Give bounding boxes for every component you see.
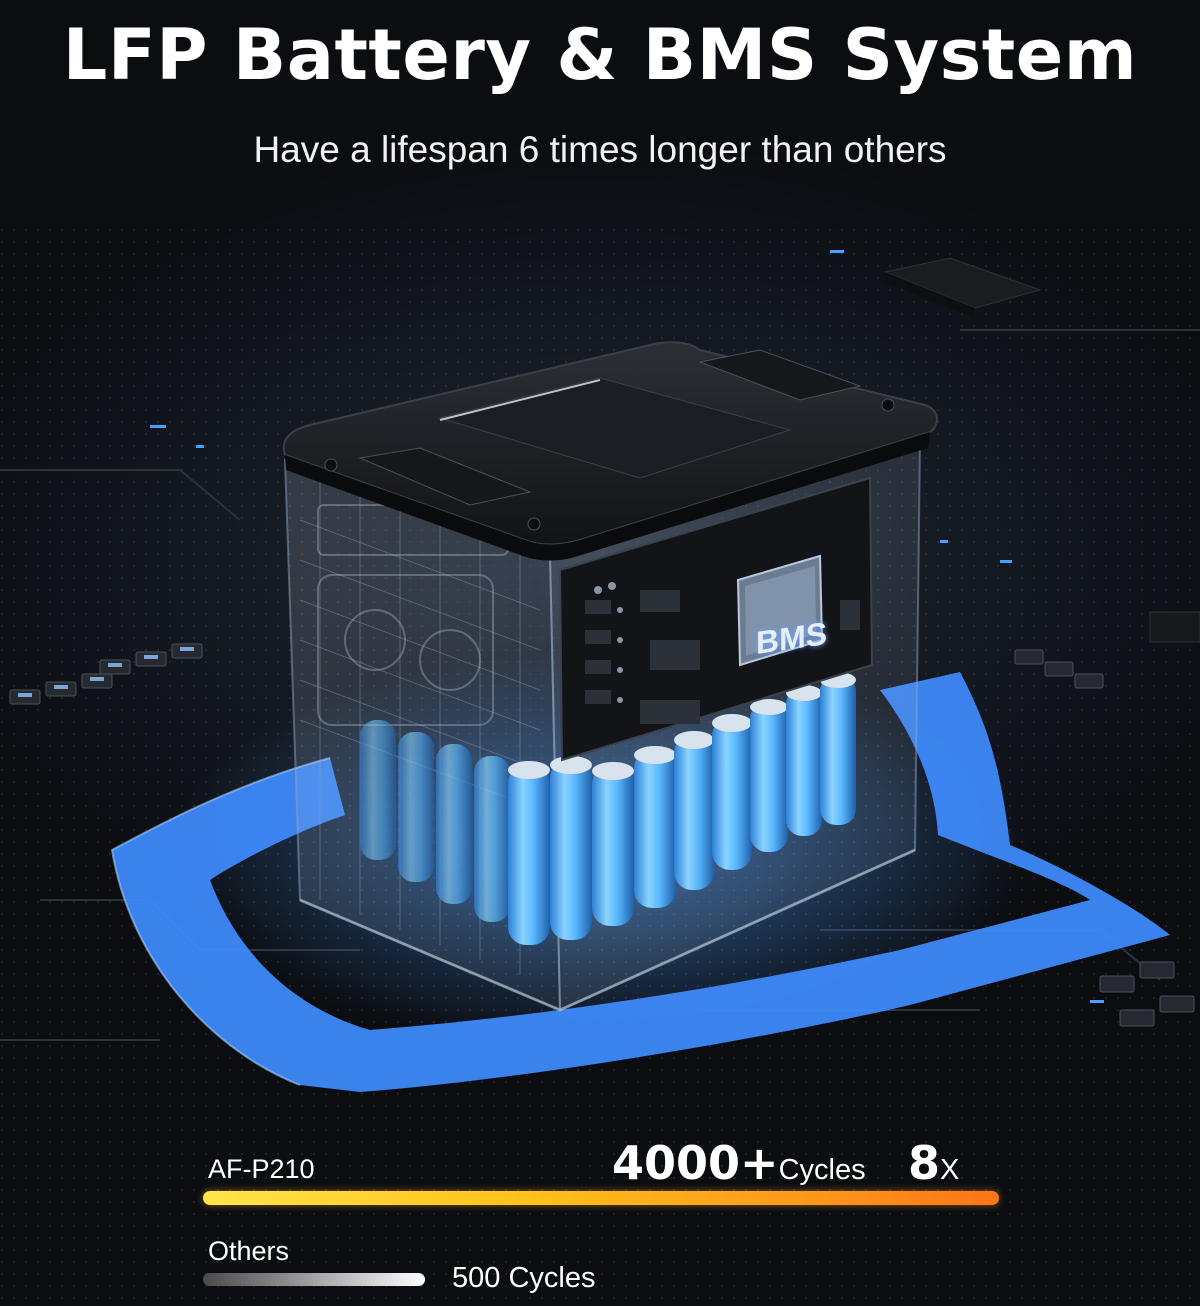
lifespan-multiplier: 8X	[908, 1136, 959, 1190]
product-name-label: AF-P210	[208, 1154, 315, 1184]
glow-dashes	[150, 250, 1104, 1003]
others-cycles-bar	[203, 1273, 425, 1286]
handle-left	[358, 447, 532, 506]
power-station	[282, 341, 938, 1012]
device-base-edge	[299, 848, 916, 1012]
resistor-array-left	[9, 643, 203, 705]
product-cycles-unit: Cycles	[778, 1154, 866, 1186]
battery-cells	[360, 672, 856, 945]
shield-ring	[112, 672, 1170, 1092]
page-subtitle: Have a lifespan 6 times longer than othe…	[253, 129, 947, 170]
others-name-label: Others	[208, 1236, 290, 1266]
page-title: LFP Battery & BMS System	[62, 14, 1138, 96]
others-cycles-value: 500 Cycles	[452, 1262, 596, 1294]
battery-cells-back-row	[360, 720, 510, 922]
shield-highlight	[110, 757, 331, 1086]
product-cycles-bar	[203, 1191, 999, 1205]
multiplier-value: 8	[908, 1136, 941, 1190]
handle-right	[698, 349, 862, 401]
product-cycles-value: 4000+	[612, 1136, 779, 1190]
battery-cells-front-row	[508, 672, 856, 945]
bms-circuit-board	[558, 476, 874, 762]
multiplier-suffix: X	[940, 1154, 960, 1186]
device-top-cover	[282, 341, 938, 561]
resistor-array-right	[1014, 611, 1200, 1027]
chip-top-right	[883, 257, 1042, 318]
product-cycles: 4000+Cycles	[612, 1136, 866, 1190]
